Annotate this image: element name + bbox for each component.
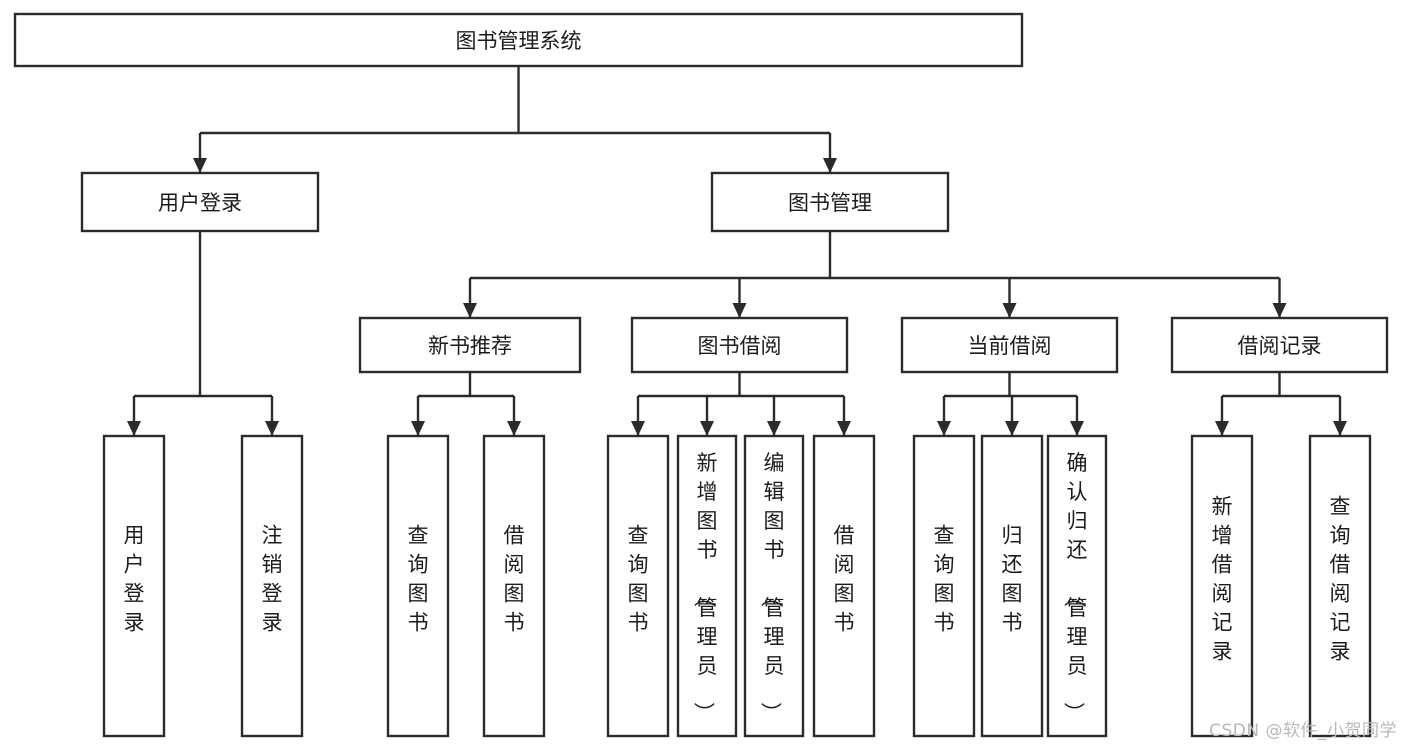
node-label-current-borrow: 当前借阅	[968, 334, 1052, 358]
node-box-current-borrow[interactable]	[900, 316, 1119, 374]
arrow-head	[193, 158, 207, 173]
node-label-edit-book: 编辑图书（管理员）	[759, 451, 785, 723]
node-label-do-login: 用户登录	[124, 524, 145, 635]
node-label-book-manage: 图书管理	[788, 191, 872, 215]
node-query-book-1[interactable]: 查询图书	[386, 434, 450, 738]
node-root[interactable]: 图书管理系统	[13, 12, 1024, 68]
node-box-query-book-1[interactable]	[386, 434, 450, 738]
node-label-confirm-return: 确认归还（管理员）	[1062, 451, 1088, 723]
arrow-head	[732, 303, 747, 318]
node-borrow-records[interactable]: 借阅记录	[1170, 316, 1389, 374]
arrow-head	[1005, 421, 1019, 436]
node-query-borrow-record[interactable]: 查询借阅记录	[1308, 434, 1372, 738]
node-box-return-book[interactable]	[980, 434, 1044, 738]
node-box-add-borrow-record[interactable]	[1190, 434, 1254, 738]
node-add-borrow-record[interactable]: 新增借阅记录	[1190, 434, 1254, 738]
node-box-borrow-book-1[interactable]	[482, 434, 546, 738]
node-box-edit-book[interactable]	[743, 434, 805, 738]
node-return-book[interactable]: 归还图书	[980, 434, 1044, 738]
node-label-return-book: 归还图书	[1002, 524, 1023, 635]
node-label-add-book: 新增图书（管理员）	[692, 451, 718, 723]
node-box-query-book-2[interactable]	[606, 434, 670, 738]
node-label-borrow-book-1: 借阅图书	[504, 524, 525, 635]
node-box-borrow-records[interactable]	[1170, 316, 1389, 374]
node-label-query-book-1: 查询图书	[408, 524, 429, 635]
node-do-login[interactable]: 用户登录	[102, 434, 166, 738]
node-label-root: 图书管理系统	[456, 29, 582, 53]
arrow-head	[1215, 421, 1229, 436]
node-boxes: 图书管理系统用户登录用户登录注销登录图书管理新书推荐查询图书借阅图书图书借阅查询…	[13, 12, 1389, 738]
node-query-book-3[interactable]: 查询图书	[912, 434, 976, 738]
node-label-borrow-records: 借阅记录	[1238, 334, 1322, 358]
node-box-confirm-return[interactable]	[1046, 434, 1108, 738]
arrow-head	[1333, 421, 1347, 436]
arrow-head	[837, 421, 851, 436]
arrow-head	[507, 421, 521, 436]
arrow-head	[1070, 421, 1084, 436]
node-edit-book[interactable]: 编辑图书（管理员）	[743, 434, 805, 738]
node-label-query-book-3: 查询图书	[934, 524, 955, 635]
node-book-borrow[interactable]: 图书借阅	[630, 316, 849, 374]
node-book-manage[interactable]: 图书管理	[710, 171, 950, 233]
node-box-borrow-book-2[interactable]	[812, 434, 876, 738]
node-new-book-recommend[interactable]: 新书推荐	[358, 316, 582, 374]
arrow-head	[937, 421, 951, 436]
node-current-borrow[interactable]: 当前借阅	[900, 316, 1119, 374]
node-query-book-2[interactable]: 查询图书	[606, 434, 670, 738]
arrow-head	[265, 421, 279, 436]
node-box-user-login[interactable]	[80, 171, 320, 233]
node-box-do-logout[interactable]	[240, 434, 304, 738]
arrow-head	[767, 421, 781, 436]
node-label-do-logout: 注销登录	[262, 524, 283, 635]
arrow-head	[631, 421, 645, 436]
node-borrow-book-1[interactable]: 借阅图书	[482, 434, 546, 738]
node-user-login[interactable]: 用户登录	[80, 171, 320, 233]
node-label-book-borrow: 图书借阅	[698, 334, 782, 358]
node-label-new-book-recommend: 新书推荐	[428, 334, 512, 358]
node-confirm-return[interactable]: 确认归还（管理员）	[1046, 434, 1108, 738]
arrow-head	[700, 421, 714, 436]
node-box-root[interactable]	[13, 12, 1024, 68]
node-label-query-borrow-record: 查询借阅记录	[1330, 495, 1351, 664]
connector-lines	[127, 66, 1347, 436]
node-box-add-book[interactable]	[676, 434, 738, 738]
arrow-head	[1272, 303, 1287, 318]
node-box-do-login[interactable]	[102, 434, 166, 738]
node-borrow-book-2[interactable]: 借阅图书	[812, 434, 876, 738]
node-box-query-book-3[interactable]	[912, 434, 976, 738]
node-box-new-book-recommend[interactable]	[358, 316, 582, 374]
node-label-borrow-book-2: 借阅图书	[834, 524, 855, 635]
node-do-logout[interactable]: 注销登录	[240, 434, 304, 738]
arrow-head	[411, 421, 425, 436]
arrow-head	[127, 421, 141, 436]
node-label-user-login: 用户登录	[158, 191, 242, 215]
node-label-add-borrow-record: 新增借阅记录	[1212, 495, 1233, 664]
arrow-head	[823, 158, 837, 173]
node-label-query-book-2: 查询图书	[628, 524, 649, 635]
node-box-book-manage[interactable]	[710, 171, 950, 233]
node-add-book[interactable]: 新增图书（管理员）	[676, 434, 738, 738]
watermark-text: CSDN @软件_小贺同学	[1209, 721, 1397, 741]
node-box-query-borrow-record[interactable]	[1308, 434, 1372, 738]
arrow-head	[463, 303, 477, 318]
arrow-head	[1002, 303, 1017, 318]
node-box-book-borrow[interactable]	[630, 316, 849, 374]
